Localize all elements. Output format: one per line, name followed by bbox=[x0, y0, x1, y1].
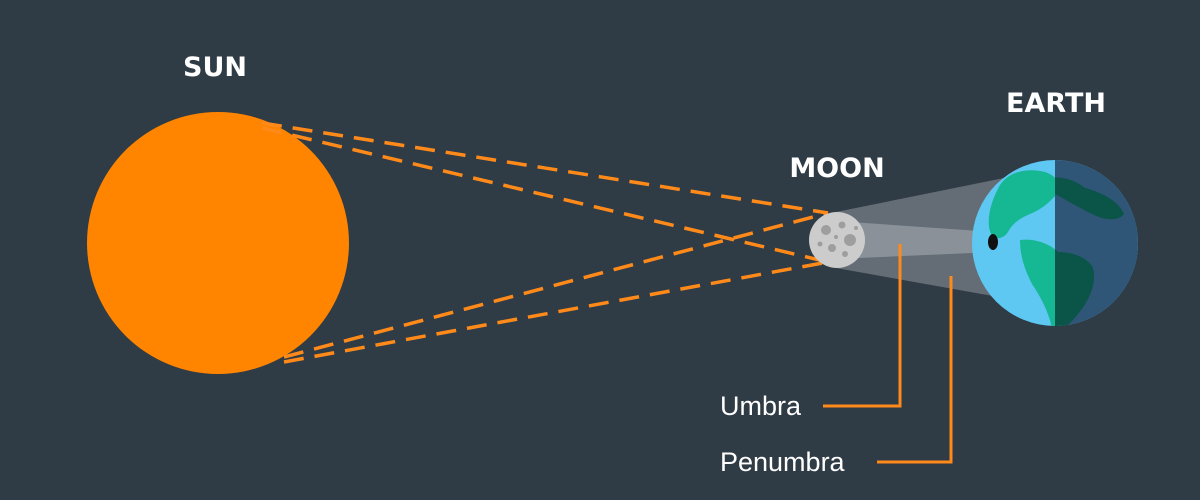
umbra-spot bbox=[988, 234, 998, 250]
ray-lower-crossing bbox=[283, 211, 829, 359]
penumbra-label: Penumbra bbox=[720, 447, 846, 477]
ray-upper-direct bbox=[261, 121, 829, 215]
ray-lower-direct bbox=[283, 260, 829, 364]
earth-icon bbox=[972, 160, 1138, 326]
ray-upper-crossing bbox=[261, 126, 829, 264]
moon-icon bbox=[809, 212, 865, 268]
umbra-callout-line bbox=[823, 244, 902, 408]
moon-label: MOON bbox=[789, 153, 884, 184]
penumbra-callout-line bbox=[877, 276, 953, 464]
earth-label: EARTH bbox=[1006, 88, 1106, 119]
sun-rays bbox=[261, 121, 829, 364]
sun-label: SUN bbox=[183, 52, 247, 83]
umbra-cone bbox=[836, 221, 994, 259]
sun-icon bbox=[87, 112, 349, 374]
umbra-label: Umbra bbox=[720, 391, 802, 421]
